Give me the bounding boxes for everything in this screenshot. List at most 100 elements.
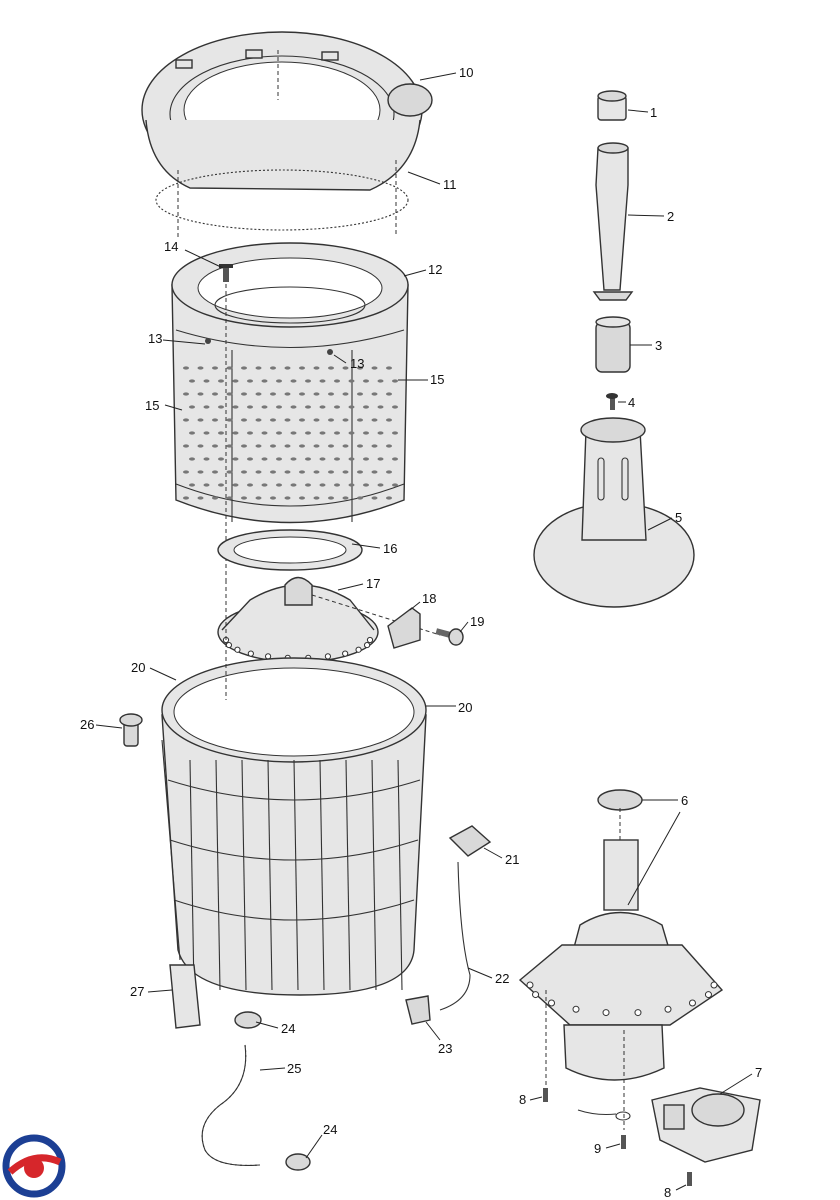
perforation: [305, 379, 311, 383]
flange-hole: [688, 999, 696, 1007]
perforation: [299, 496, 305, 500]
tub-rib: [371, 759, 377, 991]
perforation: [276, 483, 282, 487]
perforation: [284, 392, 291, 396]
perforation: [392, 483, 398, 487]
flange-hole: [704, 991, 712, 999]
perforation: [348, 483, 355, 487]
perforation: [284, 366, 291, 370]
perforation: [203, 405, 210, 409]
tub-rib: [267, 759, 273, 991]
perforation: [276, 405, 282, 409]
part-21-block: [448, 825, 492, 857]
perforation: [276, 379, 282, 383]
perforation: [189, 483, 195, 487]
flange-hole: [548, 999, 556, 1007]
callout-19: 19: [470, 614, 484, 629]
callout-20-left: 20: [131, 660, 145, 675]
callout-1: 1: [650, 105, 657, 120]
callout-10: 10: [459, 65, 473, 80]
perforation: [247, 457, 253, 461]
part-14-screw: [219, 264, 233, 282]
perforation: [226, 366, 233, 370]
perforation: [255, 392, 262, 396]
perforation: [241, 496, 247, 500]
callout-24-top: 24: [281, 1021, 295, 1036]
tub-rib: [293, 759, 299, 991]
tub-rib: [189, 759, 195, 991]
perforation: [342, 444, 349, 448]
perforation: [247, 431, 253, 435]
perforation: [232, 431, 239, 435]
tub-rib: [215, 759, 221, 991]
perforation: [357, 470, 363, 474]
perforation: [392, 379, 398, 383]
perforation: [183, 418, 189, 422]
part-12-15-basket: [171, 242, 409, 524]
callout-9: 9: [594, 1141, 601, 1156]
perforation: [305, 431, 311, 435]
hub-hole: [342, 650, 349, 657]
callout-25: 25: [287, 1061, 301, 1076]
perforation: [270, 470, 276, 474]
perforation: [348, 431, 355, 435]
hub-hole: [247, 650, 254, 657]
callout-20-right: 20: [458, 700, 472, 715]
perforation: [226, 470, 233, 474]
perforation: [290, 405, 297, 409]
perforation: [319, 457, 326, 461]
callout-11: 11: [443, 177, 457, 192]
part-9-screw: [621, 1135, 626, 1149]
perforation: [212, 496, 218, 500]
leader-lines: [95, 72, 753, 1191]
flange-hole: [572, 1005, 580, 1013]
perforation: [183, 366, 189, 370]
callout-24-bottom: 24: [323, 1122, 337, 1137]
perforation: [357, 496, 363, 500]
hub-hole: [363, 641, 371, 649]
part-24-clamp: [285, 1153, 311, 1171]
flange-hole: [634, 1009, 642, 1017]
part-8-screw: [687, 1172, 692, 1186]
washer: [615, 1111, 631, 1121]
perforation: [328, 444, 334, 448]
perforation: [342, 366, 349, 370]
callout-15-left: 15: [145, 398, 159, 413]
perforation: [357, 366, 363, 370]
callout-5: 5: [675, 510, 682, 525]
callout-4: 4: [628, 395, 635, 410]
callout-22: 22: [495, 971, 509, 986]
part-6-seal: [597, 789, 643, 811]
part-26-fitting: [119, 713, 143, 747]
perforation: [218, 457, 224, 461]
perforation: [299, 444, 305, 448]
perforation: [261, 405, 268, 409]
part-3-filter: [595, 316, 631, 373]
perforation: [299, 470, 305, 474]
perforation: [334, 457, 340, 461]
callout-8-left: 8: [519, 1092, 526, 1107]
hub-hole: [234, 646, 241, 653]
perforation: [270, 444, 276, 448]
perforation: [386, 392, 392, 396]
perforation: [270, 392, 276, 396]
perforation: [363, 405, 369, 409]
perforation: [363, 457, 369, 461]
perforation: [226, 418, 233, 422]
perforation: [197, 444, 204, 448]
callout-8-bottom: 8: [664, 1185, 671, 1200]
perforation: [305, 405, 311, 409]
perforation: [189, 379, 195, 383]
perforation: [183, 470, 189, 474]
perforation: [313, 366, 320, 370]
perforation: [189, 431, 195, 435]
perforation: [247, 405, 253, 409]
perforation: [342, 470, 349, 474]
perforation: [241, 444, 247, 448]
perforation: [218, 379, 224, 383]
part-20-outer-tub: [161, 657, 427, 996]
perforation: [334, 483, 340, 487]
perforation: [313, 496, 320, 500]
flange-hole: [710, 981, 718, 989]
